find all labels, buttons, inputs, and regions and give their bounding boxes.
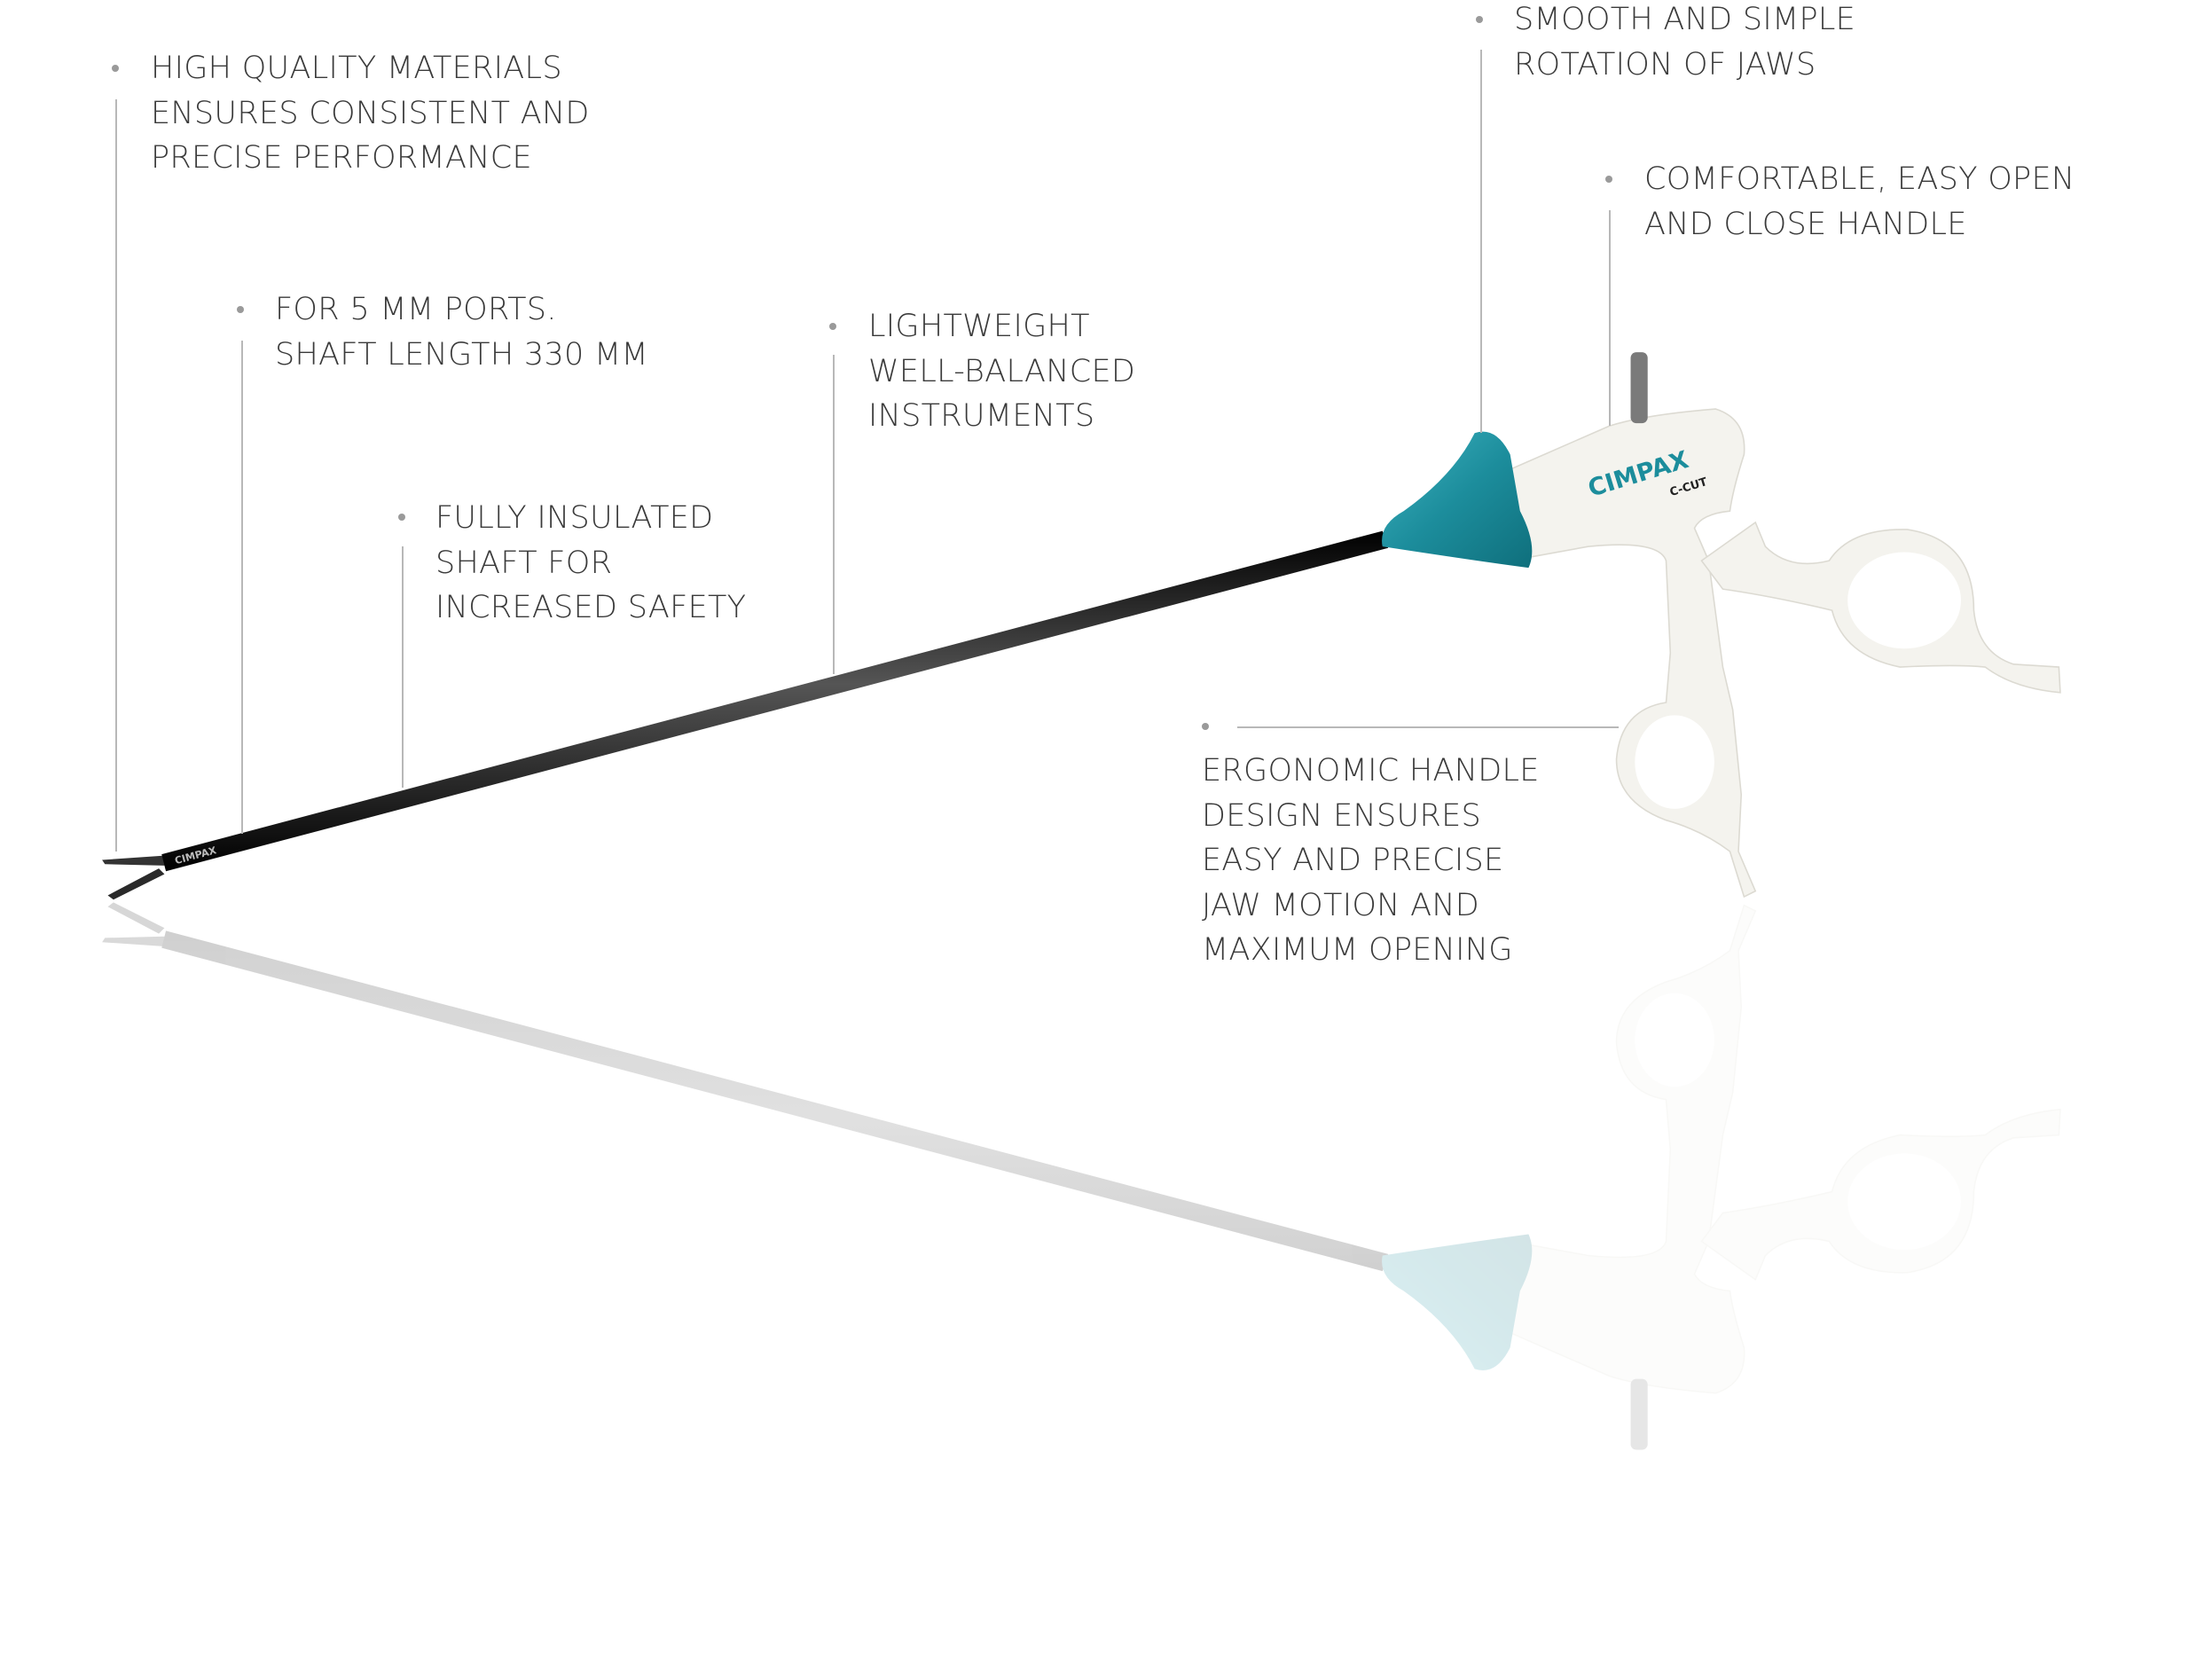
- callout-line: COMFORTABLE, EASY OPEN: [1644, 161, 2075, 197]
- callout-line: LIGHTWEIGHT: [868, 309, 1090, 344]
- callout-line: AND CLOSE HANDLE: [1644, 206, 1967, 242]
- leader-line: [1237, 726, 1619, 728]
- instrument-reflection: [101, 901, 2061, 1451]
- callout-line: SHAFT LENGTH 330 MM: [275, 336, 649, 373]
- callout-line: ROTATION OF JAWS: [1514, 46, 1816, 82]
- callout-handle-open-close: COMFORTABLE, EASY OPEN AND CLOSE HANDLE: [1644, 157, 2075, 247]
- bullet-icon: [398, 514, 405, 521]
- bullet-icon: [1202, 723, 1209, 730]
- callout-ergonomic: ERGONOMIC HANDLE DESIGN ENSURES EASY AND…: [1202, 749, 1540, 973]
- callout-line: ERGONOMIC HANDLE: [1202, 753, 1540, 789]
- callout-line: SMOOTH AND SIMPLE: [1514, 2, 1856, 37]
- leader-line: [1609, 210, 1611, 426]
- bullet-icon: [1476, 16, 1483, 23]
- callout-line: DESIGN ENSURES: [1202, 797, 1482, 834]
- bullet-icon: [1605, 176, 1612, 183]
- callout-line: SHAFT FOR: [435, 545, 613, 581]
- leader-line: [833, 355, 835, 674]
- callout-line: PRECISE PERFORMANCE: [151, 140, 532, 176]
- callout-line: EASY AND PRECISE: [1202, 843, 1504, 878]
- bullet-icon: [829, 323, 836, 330]
- callout-line: FOR 5 MM PORTS.: [275, 292, 557, 327]
- callout-line: INSTRUMENTS: [868, 398, 1095, 434]
- callout-lightweight: LIGHTWEIGHT WELL-BALANCED INSTRUMENTS: [868, 304, 1135, 439]
- leader-line: [1480, 50, 1482, 433]
- callout-line: ENSURES CONSISTENT AND: [151, 95, 590, 131]
- callout-line: WELL-BALANCED: [868, 353, 1136, 389]
- leader-line: [241, 341, 243, 834]
- leader-line: [402, 546, 404, 788]
- callout-line: INCREASED SAFETY: [435, 590, 747, 625]
- callout-line: MAXIMUM OPENING: [1202, 932, 1513, 968]
- callout-line: FULLY INSULATED: [435, 500, 714, 536]
- callout-line: JAW MOTION AND: [1202, 887, 1480, 923]
- callout-materials: HIGH QUALITY MATERIALS ENSURES CONSISTEN…: [151, 46, 590, 181]
- callout-rotation: SMOOTH AND SIMPLE ROTATION OF JAWS: [1514, 0, 1855, 87]
- callout-line: HIGH QUALITY MATERIALS: [151, 51, 562, 86]
- bullet-icon: [237, 306, 244, 313]
- callout-insulated: FULLY INSULATED SHAFT FOR INCREASED SAFE…: [435, 496, 746, 631]
- callout-ports: FOR 5 MM PORTS. SHAFT LENGTH 330 MM: [275, 287, 648, 377]
- leader-line: [115, 99, 117, 852]
- bullet-icon: [112, 65, 119, 72]
